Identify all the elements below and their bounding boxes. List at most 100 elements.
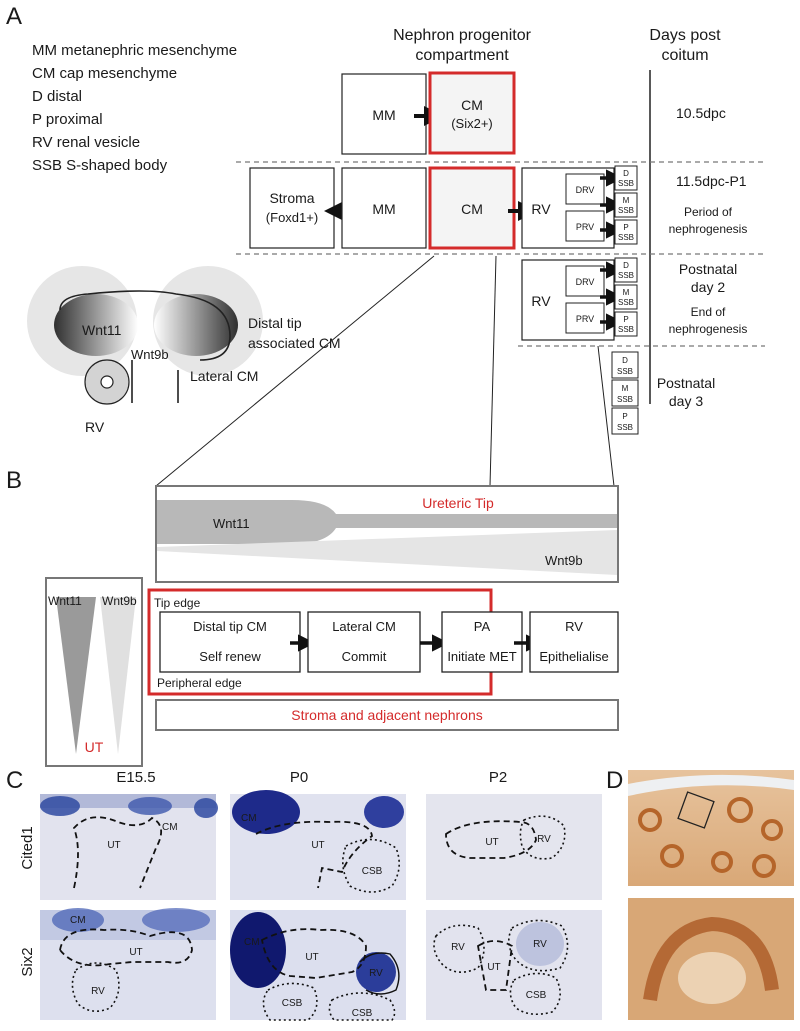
row3-drv-box [565, 265, 605, 297]
label-ut: UT [487, 962, 500, 973]
ihc-tubule [752, 854, 776, 878]
stain-blob [230, 912, 286, 988]
legend-item: MM metanephric mesenchyme [32, 42, 237, 59]
ut-outline [255, 820, 373, 889]
label-cm: CM [162, 822, 178, 833]
micrograph-cited1-e155: CM UT [40, 794, 218, 900]
row2-stroma-box [249, 167, 335, 249]
row4-ssb-d [611, 351, 639, 379]
panel-label-b: B [6, 467, 22, 494]
row2-prv-label: PRV [576, 222, 594, 232]
row2-mm-box [341, 167, 427, 249]
row3-prv-label: PRV [576, 314, 594, 324]
row3-note: End of [691, 305, 726, 319]
connector-line [597, 345, 615, 487]
distal-tip-cm-box [159, 611, 301, 673]
label-csb: CSB [282, 998, 303, 1009]
row3-prv-box [565, 302, 605, 334]
row2-stroma-sub: (Foxd1+) [266, 210, 318, 225]
csb-outline [262, 982, 318, 1021]
micrograph-background [426, 910, 602, 1020]
wnt11-band [157, 500, 617, 544]
row3-note-2: nephrogenesis [669, 322, 748, 336]
legend-item: P proximal [32, 111, 103, 128]
ihc-overview-image [628, 770, 794, 886]
legend: MM metanephric mesenchyme CM cap mesench… [32, 42, 237, 174]
csb-outline [328, 992, 396, 1021]
wnt11-gradient-triangle [56, 597, 96, 754]
row4-time: Postnatal [657, 375, 715, 391]
wnt11-domain-right [154, 294, 238, 356]
ut-outline [477, 940, 513, 991]
lateral-cm-box [307, 611, 421, 673]
label-csb: CSB [362, 866, 383, 877]
row4-ssb-d-label: D [622, 356, 628, 365]
row1-mm-label: MM [372, 107, 395, 123]
row1-cm-label: CM [461, 97, 483, 113]
ihc-zoom-image [628, 898, 794, 1020]
row2-ssb-d-label: D [623, 169, 629, 178]
row2-ssb-m [614, 192, 638, 218]
schematic-wnt9b: Wnt9b [131, 347, 169, 362]
stain-band [40, 794, 216, 808]
label-ut: UT [305, 952, 318, 963]
label-csb: CSB [352, 1008, 373, 1019]
micrograph-cited1-p0: CM UT CSB [230, 790, 406, 900]
label-rv: RV [533, 939, 547, 950]
lateral-cm-title: Lateral CM [332, 619, 396, 634]
schematic-rv: RV [85, 419, 105, 435]
row2-mm-label: MM [372, 201, 395, 217]
legend-item: RV renal vesicle [32, 134, 140, 151]
schematic-distal: Distal tip [248, 315, 302, 331]
row2-ssb-p-label: P [623, 223, 628, 232]
row3-ssb-p [614, 311, 638, 337]
row4-time-2: day 3 [669, 393, 703, 409]
row2-ssb-d [614, 165, 638, 191]
distal-tip-cm-title: Distal tip CM [193, 619, 267, 634]
stain-blob [40, 796, 80, 816]
rv-title: RV [565, 619, 583, 634]
ut-outline [59, 928, 193, 967]
wnt9b-gradient-triangle [100, 597, 136, 754]
row3-ssb-d-label: D [623, 261, 629, 270]
header-days-2: coitum [661, 47, 708, 64]
row3-rv-label: RV [531, 293, 551, 309]
peripheral-edge-label: Peripheral edge [157, 676, 242, 690]
band-wnt9b-label: Wnt9b [545, 553, 583, 568]
row4-ssb-m-sub: SSB [617, 395, 633, 404]
stain-blob [516, 922, 564, 966]
ureteric-tip-outline [59, 290, 231, 403]
stain-blob [356, 952, 396, 992]
label-ut: UT [311, 840, 324, 851]
micrograph-six2-p0: CM UT RV CSB CSB [230, 910, 406, 1021]
pa-box [441, 611, 523, 673]
capsule-band [628, 774, 794, 796]
stroma-box [155, 699, 619, 731]
wnt9b-band [157, 530, 617, 575]
ut-outline [445, 820, 537, 859]
panel-label-d: D [606, 767, 623, 794]
label-cm: CM [241, 813, 257, 824]
stain-blob [194, 798, 218, 818]
label-cm: CM [70, 915, 86, 926]
stain-blob [364, 796, 404, 828]
row3-ssb-d [614, 257, 638, 283]
row3-ssb-m-label: M [623, 288, 630, 297]
row2-stroma-label: Stroma [269, 190, 314, 206]
row2-ssb-p-sub: SSB [618, 233, 634, 242]
ihc-tubule [727, 797, 753, 823]
rv-outline [433, 924, 485, 973]
legend-item: CM cap mesenchyme [32, 65, 177, 82]
row4-ssb-d-sub: SSB [617, 367, 633, 376]
row4-ssb-m-label: M [622, 384, 629, 393]
schematic-distal-2: associated CM [248, 335, 341, 351]
row3-ssb-m-sub: SSB [618, 298, 634, 307]
label-rv: RV [91, 986, 105, 997]
stroma-label: Stroma and adjacent nephrons [291, 707, 482, 723]
row2-drv-box [565, 173, 605, 205]
row4-ssb-stack: D SSB M SSB P SSB [611, 351, 639, 435]
row2-ssb-p [614, 219, 638, 245]
row3-time: Postnatal [679, 261, 737, 277]
row3-ssb-m [614, 284, 638, 310]
row3-ssb-stack: D SSB M SSB P SSB [600, 257, 638, 337]
